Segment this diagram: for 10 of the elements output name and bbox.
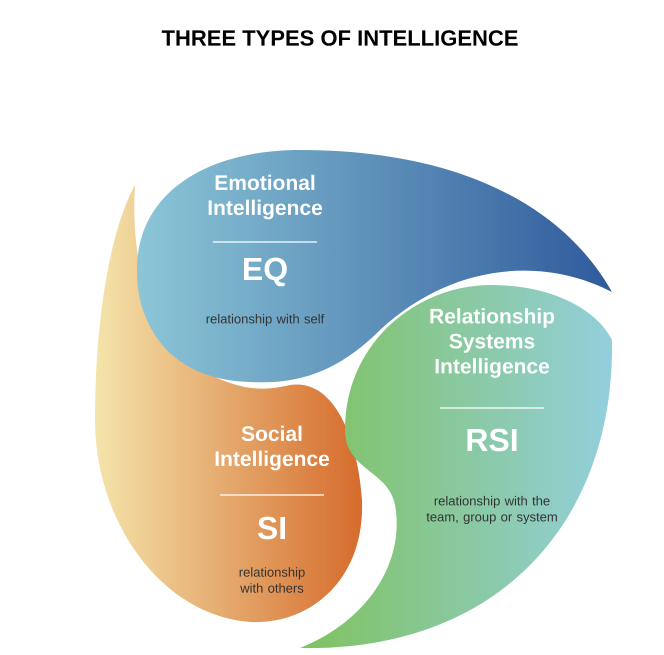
- description: relationship with others: [240, 567, 305, 593]
- description: relationship with the team, group or system: [426, 496, 557, 524]
- heading: Social Intelligence: [216, 426, 330, 470]
- title: THREE TYPES OF INTELLIGENCE: [162, 30, 518, 46]
- abbreviation: EQ: [244, 258, 287, 286]
- description: relationship with self: [206, 314, 324, 326]
- abbreviation: SI: [258, 516, 285, 540]
- abbreviation: RSI: [467, 428, 517, 452]
- heading: Relationship Systems Intelligence: [430, 308, 554, 378]
- heading: Emotional Intelligence: [208, 174, 322, 220]
